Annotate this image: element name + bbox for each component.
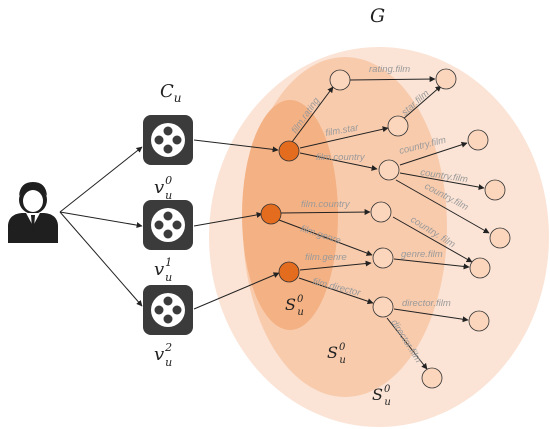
label-director-film-1: director.film (402, 298, 451, 309)
seed-node-1 (260, 203, 282, 225)
user-to-item-1-edge (59, 211, 143, 229)
edge-country-film-2 (399, 172, 485, 191)
entity-node-country-film-c (489, 227, 511, 249)
entity-node-star (387, 115, 409, 137)
label-genre-film: genre.film (401, 249, 443, 260)
label-film-country-2: film.country (301, 199, 351, 210)
item-icon-2 (143, 285, 193, 335)
edge-rating-film (349, 76, 436, 83)
item-1-to-seed-edge (193, 211, 263, 227)
inner-region (242, 100, 338, 330)
edge-genre-film (393, 258, 470, 270)
entity-node-genre (372, 247, 394, 269)
entity-node-country-film-a (467, 129, 489, 151)
edge-film-genre-2 (299, 260, 372, 271)
label-film-genre-2: film.genre (305, 252, 347, 263)
label-film-country-1: film.country (316, 152, 366, 163)
item-icon-1 (143, 200, 193, 250)
item-icon-0 (143, 115, 193, 165)
user-icon (8, 182, 58, 243)
entity-node-country-b (370, 201, 392, 223)
label-rating-film: rating.film (369, 64, 410, 75)
entity-node-rating (329, 69, 351, 91)
entity-node-director (372, 296, 394, 318)
candidate-set-label: Cu (160, 81, 182, 105)
edge-film-rating (291, 86, 334, 143)
edge-country-film-4 (392, 216, 473, 263)
graph-label: G (370, 5, 385, 27)
edge-country-film-1 (399, 141, 468, 166)
entity-node-rating-film (435, 68, 457, 90)
item-2-to-seed-edge (193, 272, 280, 310)
edge-film-genre-1 (278, 219, 373, 256)
item-0-to-seed-edge (193, 139, 279, 153)
entity-node-shared-film (469, 257, 491, 279)
user-to-item-0-edge (59, 146, 143, 213)
user-to-item-2-edge (59, 211, 143, 307)
edge-film-country-1 (299, 152, 378, 171)
entity-node-director-film-a (468, 310, 490, 332)
edge-country-film-3 (395, 179, 490, 234)
edge-director-film-2 (386, 317, 428, 370)
edge-star-film (401, 85, 442, 121)
edge-film-country-2 (279, 209, 371, 216)
entity-node-director-film-b (421, 367, 443, 389)
entity-node-country-film-b (484, 179, 506, 201)
edge-director-film-1 (393, 308, 469, 323)
edge-film-star (299, 126, 389, 149)
seed-node-0 (278, 140, 300, 162)
entity-node-country-a (378, 159, 400, 181)
seed-node-2 (278, 261, 300, 283)
edge-film-director (298, 277, 374, 305)
